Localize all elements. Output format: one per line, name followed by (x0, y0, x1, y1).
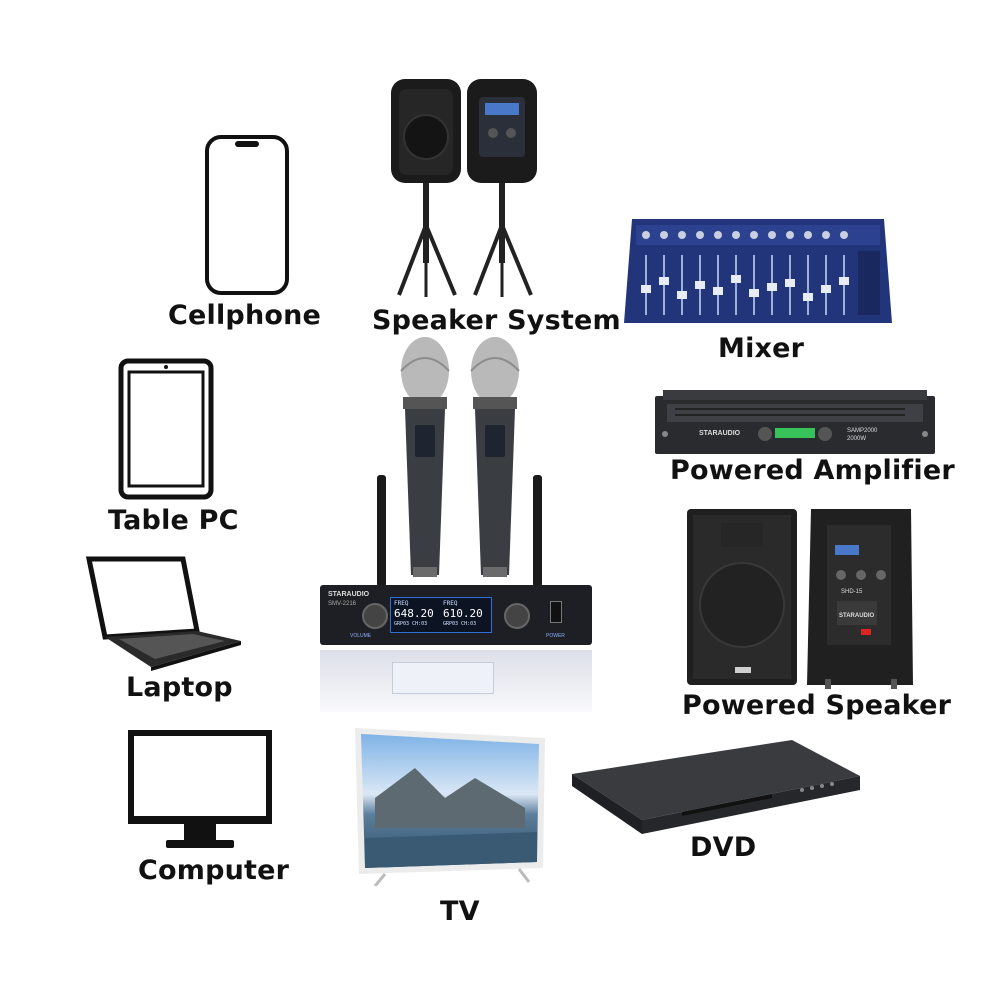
cellphone-icon (205, 135, 289, 295)
display-freq-a: 648.20 (394, 607, 434, 620)
powered-speaker-label: Powered Speaker (682, 690, 952, 721)
amp-brand: STARAUDIO (699, 430, 741, 437)
speaker-system-image (385, 75, 545, 300)
speaker-system-label: Speaker System (372, 305, 621, 336)
display-freq-label-a: FREQ (394, 600, 409, 607)
receiver-display: FREQ 648.20 GRP03 CH:03 FREQ 610.20 GRP0… (390, 597, 492, 633)
receiver-power-switch (550, 601, 562, 623)
mixer-label: Mixer (718, 333, 805, 364)
display-freq-b: 610.20 (443, 607, 483, 620)
tv-image (355, 728, 547, 886)
powered-amplifier-label: Powered Amplifier (670, 455, 955, 486)
dvd-label: DVD (690, 832, 757, 863)
powered-amplifier-image: STARAUDIO SAMP2000 2000W (655, 390, 935, 456)
receiver-antennas (375, 475, 545, 590)
receiver-volume-knob-a (362, 603, 388, 629)
table-pc-label: Table PC (108, 505, 239, 536)
amp-power: 2000W (847, 436, 867, 442)
powered-speaker-brand: STARAUDIO (839, 613, 875, 619)
dvd-player-image (572, 740, 862, 835)
tv-label: TV (440, 896, 480, 927)
receiver-volume-label: VOLUME (350, 633, 372, 639)
powered-speaker-model: SHD-15 (841, 589, 863, 595)
display-code-a: GRP03 CH:03 (394, 621, 428, 627)
display-freq-label-b: FREQ (443, 600, 458, 607)
cellphone-label: Cellphone (168, 300, 322, 331)
receiver-power-label: POWER (546, 633, 565, 639)
computer-label: Computer (138, 855, 290, 886)
wireless-microphones-image (395, 335, 525, 585)
receiver-model: SMV-2216 (328, 601, 357, 607)
tablet-icon (118, 358, 214, 500)
amp-model: SAMP2000 (847, 428, 878, 434)
receiver-reflection-display (392, 662, 494, 694)
computer-monitor-icon (126, 728, 274, 852)
receiver-volume-knob-b (504, 603, 530, 629)
wireless-receiver: STARAUDIO SMV-2216 FREQ 648.20 GRP03 CH:… (320, 585, 592, 645)
laptop-icon (85, 555, 245, 673)
mixer-image (622, 215, 894, 327)
display-code-b: GRP03 CH:03 (443, 621, 477, 627)
powered-speaker-image: SHD-15 STARAUDIO (685, 505, 917, 691)
laptop-label: Laptop (126, 672, 233, 703)
receiver-brand: STARAUDIO (328, 591, 370, 598)
